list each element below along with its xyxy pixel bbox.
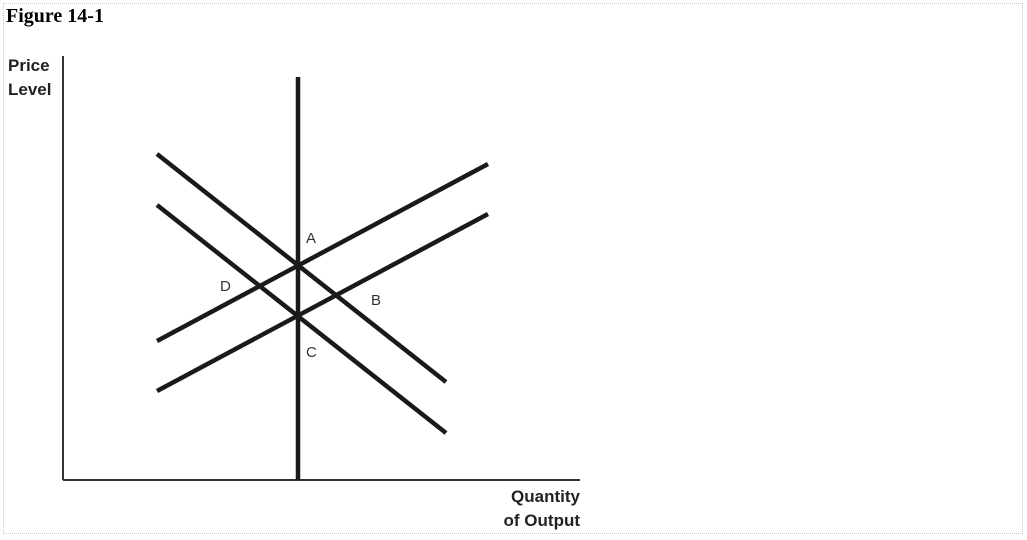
figure-frame — [3, 3, 1023, 534]
y-axis-label: Price Level — [8, 54, 51, 102]
x-axis-label-line1: Quantity — [511, 487, 580, 506]
figure-title: Figure 14-1 — [6, 5, 104, 27]
y-axis-label-line1: Price — [8, 56, 50, 75]
point-label-c: C — [306, 344, 317, 361]
downward-curve-upper — [155, 152, 448, 384]
upward-curve-lower — [155, 212, 490, 393]
point-label-d: D — [220, 278, 231, 295]
point-label-a: A — [306, 230, 316, 247]
y-axis-label-line2: Level — [8, 80, 52, 99]
x-axis-label-line2: of Output — [503, 511, 580, 530]
point-label-b: B — [371, 292, 381, 309]
downward-curve-lower — [155, 203, 448, 435]
x-axis-label: Quantity of Output — [504, 485, 580, 533]
upward-curve-upper — [155, 162, 490, 343]
